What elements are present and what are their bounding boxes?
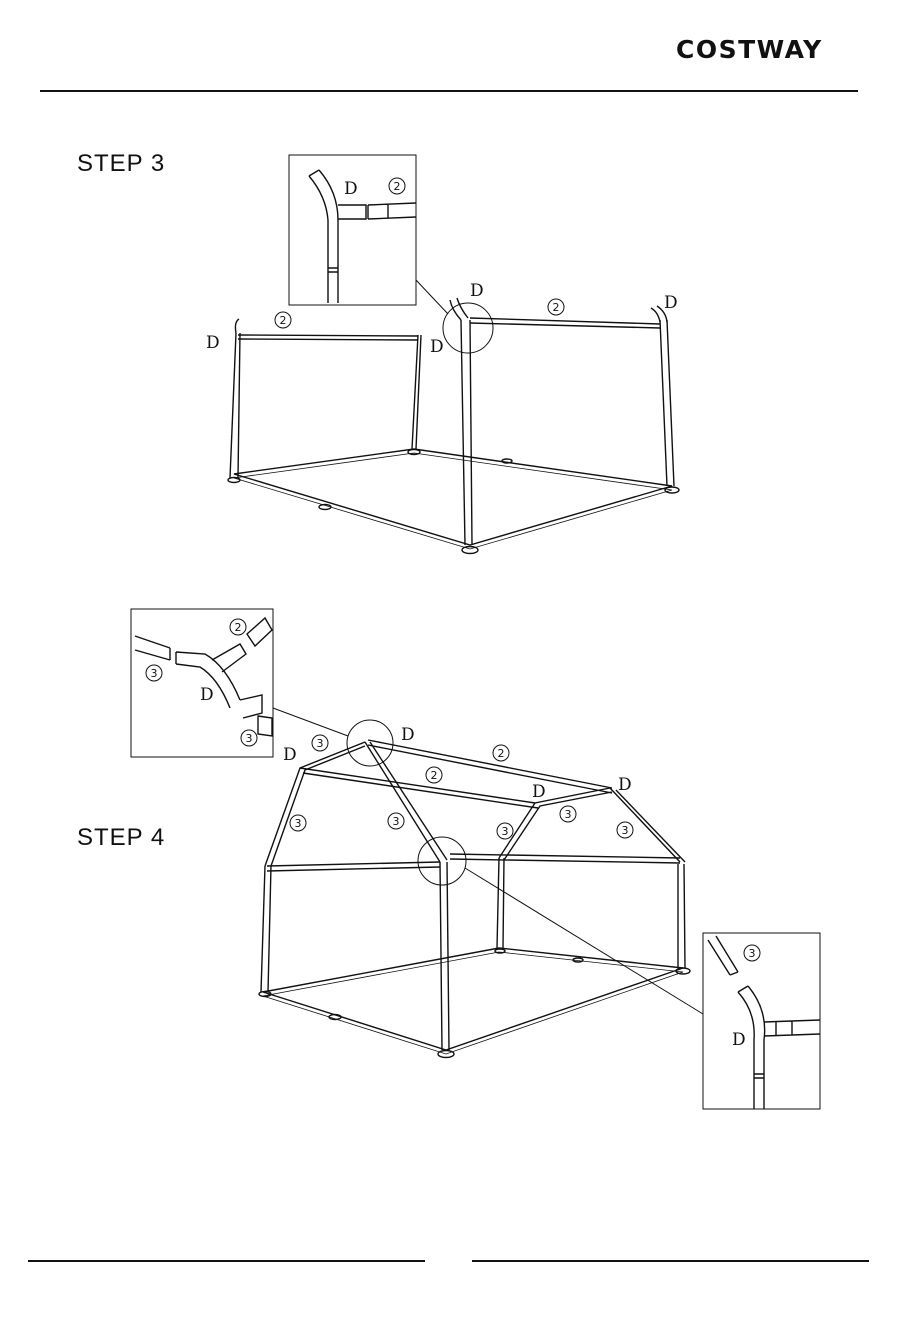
footer-divider-left — [28, 1260, 425, 1262]
svg-text:D: D — [401, 725, 415, 745]
svg-text:D: D — [470, 281, 484, 301]
footer-divider-right — [472, 1260, 869, 1262]
svg-text:D: D — [732, 1030, 746, 1050]
svg-text:D: D — [283, 745, 297, 765]
svg-text:D: D — [430, 337, 444, 357]
step-4-labels: D D D D D D — [146, 619, 760, 1050]
step-3-frame-diagram — [228, 155, 679, 554]
step-4-frame-diagram — [131, 609, 820, 1109]
step-3-labels: D D D D D — [206, 178, 678, 357]
svg-text:D: D — [664, 293, 678, 313]
inset-label-d: D — [344, 179, 358, 199]
svg-text:D: D — [618, 775, 632, 795]
svg-text:D: D — [532, 782, 546, 802]
svg-text:D: D — [206, 333, 220, 353]
svg-text:D: D — [200, 685, 214, 705]
